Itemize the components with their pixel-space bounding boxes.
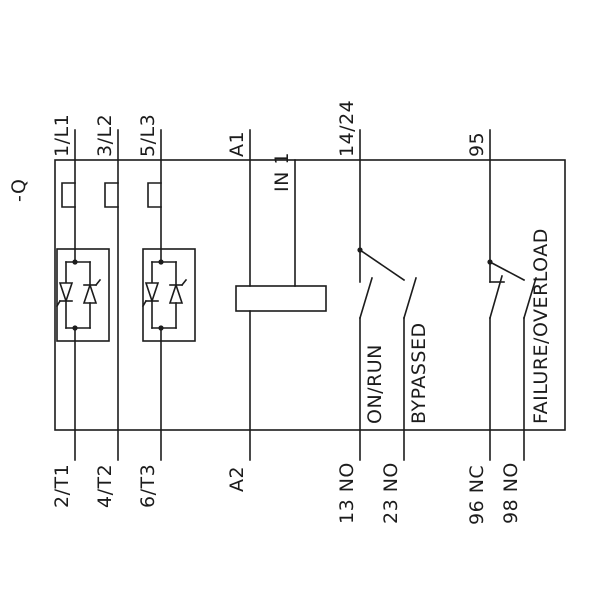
aux-contacts-failure-overload [487, 129, 537, 461]
no-contact-icon-13 [359, 277, 373, 319]
bypass-contact-icon-l1 [61, 182, 76, 208]
device-label: -Q [8, 178, 30, 202]
terminal-label-96nc: 96 NC [466, 464, 488, 525]
terminal-label-23no: 23 NO [380, 462, 402, 524]
terminal-label-4t2: 4/T2 [94, 463, 116, 508]
no-contact-icon-23 [403, 277, 417, 319]
no-contact-icon-98 [523, 277, 537, 319]
phase-line-l1 [61, 129, 76, 461]
terminal-label-3l2: 3/L2 [94, 113, 116, 157]
phase-line-l3 [147, 129, 162, 461]
aux-contacts-run-bypass [357, 129, 417, 461]
annotation-on-run: ON/RUN [364, 344, 386, 424]
terminal-label-95: 95 [466, 131, 488, 157]
thyristor-module-1 [55, 248, 110, 342]
bypass-contact-icon-l3 [147, 182, 162, 208]
nc-contact-icon-96 [489, 275, 503, 319]
bypass-contact-icon-l2 [104, 182, 119, 208]
terminal-label-1l1: 1/L1 [51, 113, 73, 157]
terminal-label-6t3: 6/T3 [137, 463, 159, 508]
annotation-bypassed: BYPASSED [408, 322, 430, 424]
thyristor-down-icon [144, 282, 160, 304]
annotation-failure-overload: FAILURE/OVERLOAD [530, 228, 552, 424]
terminal-label-5l3: 5/L3 [137, 113, 159, 157]
thyristor-module-2 [141, 248, 196, 342]
device-outline [54, 159, 566, 431]
terminal-label-2t1: 2/T1 [51, 463, 73, 508]
terminal-label-a2: A2 [226, 465, 248, 492]
terminal-label-98no: 98 NO [500, 462, 522, 524]
thyristor-down-icon [58, 282, 74, 304]
terminal-label-a1: A1 [226, 130, 248, 157]
terminal-label-13no: 13 NO [336, 462, 358, 524]
phase-line-l2 [104, 129, 119, 461]
terminal-label-1424: 14/24 [336, 99, 358, 157]
terminal-label-in1: IN 1 [271, 152, 293, 192]
thyristor-up-icon [168, 282, 184, 304]
control-block [235, 129, 327, 461]
thyristor-up-icon [82, 282, 98, 304]
